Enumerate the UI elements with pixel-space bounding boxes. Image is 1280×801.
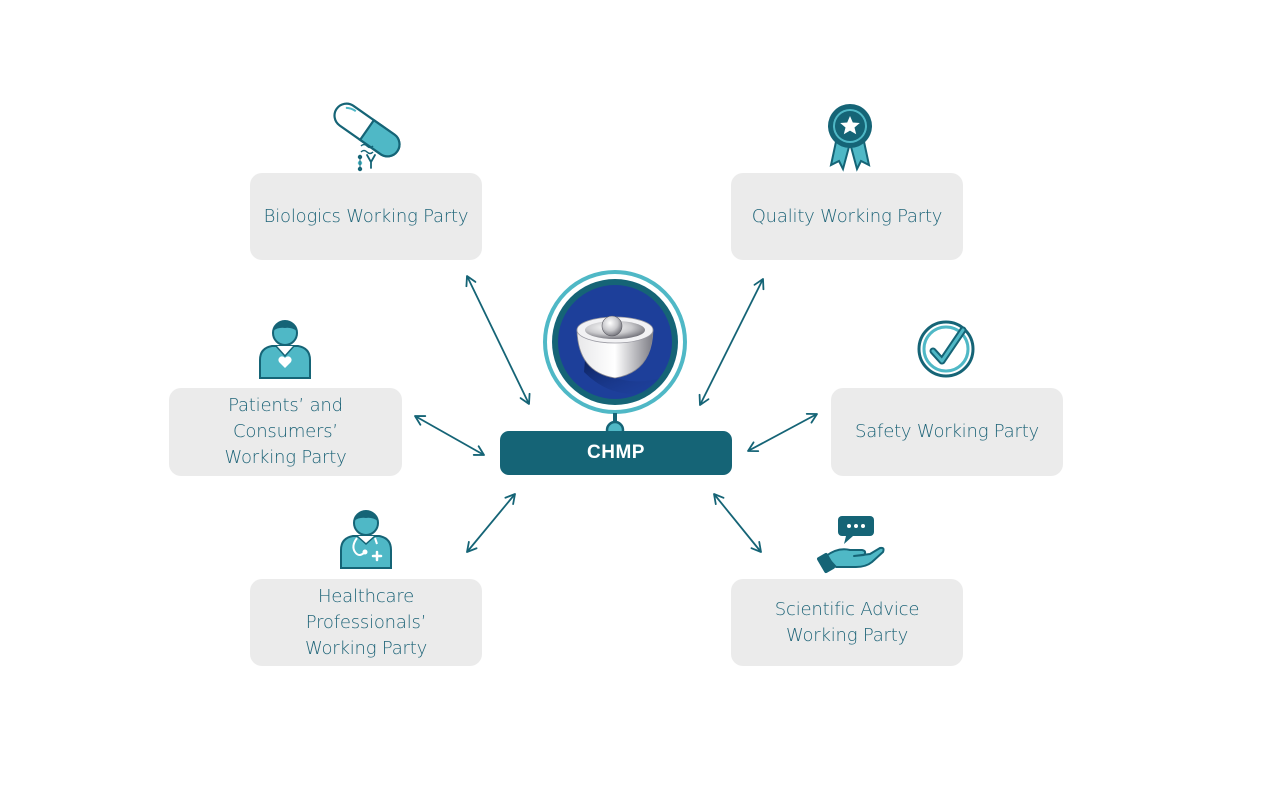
quality-working-party-label: Quality Working Party [751, 205, 943, 227]
award-ribbon-icon [828, 104, 872, 172]
arrow-hcp [466, 493, 516, 553]
doctor-stethoscope-icon [340, 510, 392, 569]
healthcare-professionals-working-party-box: Healthcare Professionals’ Working Party [250, 579, 482, 666]
arrow-quality [698, 278, 765, 406]
chmp-center-node: CHMP [500, 431, 732, 475]
quality-working-party-box: Quality Working Party [731, 173, 963, 260]
arrow-scientific [713, 493, 762, 553]
check-circle-icon [917, 320, 975, 378]
scientific-advice-working-party-box: Scientific Advice Working Party [731, 579, 963, 666]
hand-speech-bubble-icon [817, 516, 885, 574]
capsule-antibody-icon [333, 102, 401, 172]
patient-heart-icon [259, 320, 311, 379]
chmp-label: CHMP [587, 442, 645, 463]
safety-working-party-box: Safety Working Party [831, 388, 1063, 476]
safety-working-party-label: Safety Working Party [855, 421, 1039, 442]
biologics-working-party-label: Biologics Working Party [263, 205, 469, 227]
arrow-safety [747, 412, 818, 453]
arrow-patients [414, 415, 485, 456]
patients-consumers-working-party-label: Patients’ and Consumers’ Working Party [224, 395, 347, 468]
scientific-advice-working-party-label: Scientific Advice Working Party [774, 598, 920, 646]
healthcare-professionals-working-party-label: Healthcare Professionals’ Working Party [304, 585, 428, 659]
patients-consumers-working-party-box: Patients’ and Consumers’ Working Party [169, 388, 402, 476]
ema-logo-icon [543, 270, 687, 440]
arrow-biologics [465, 275, 531, 405]
biologics-working-party-box: Biologics Working Party [250, 173, 482, 260]
connector-arrows [414, 275, 818, 553]
